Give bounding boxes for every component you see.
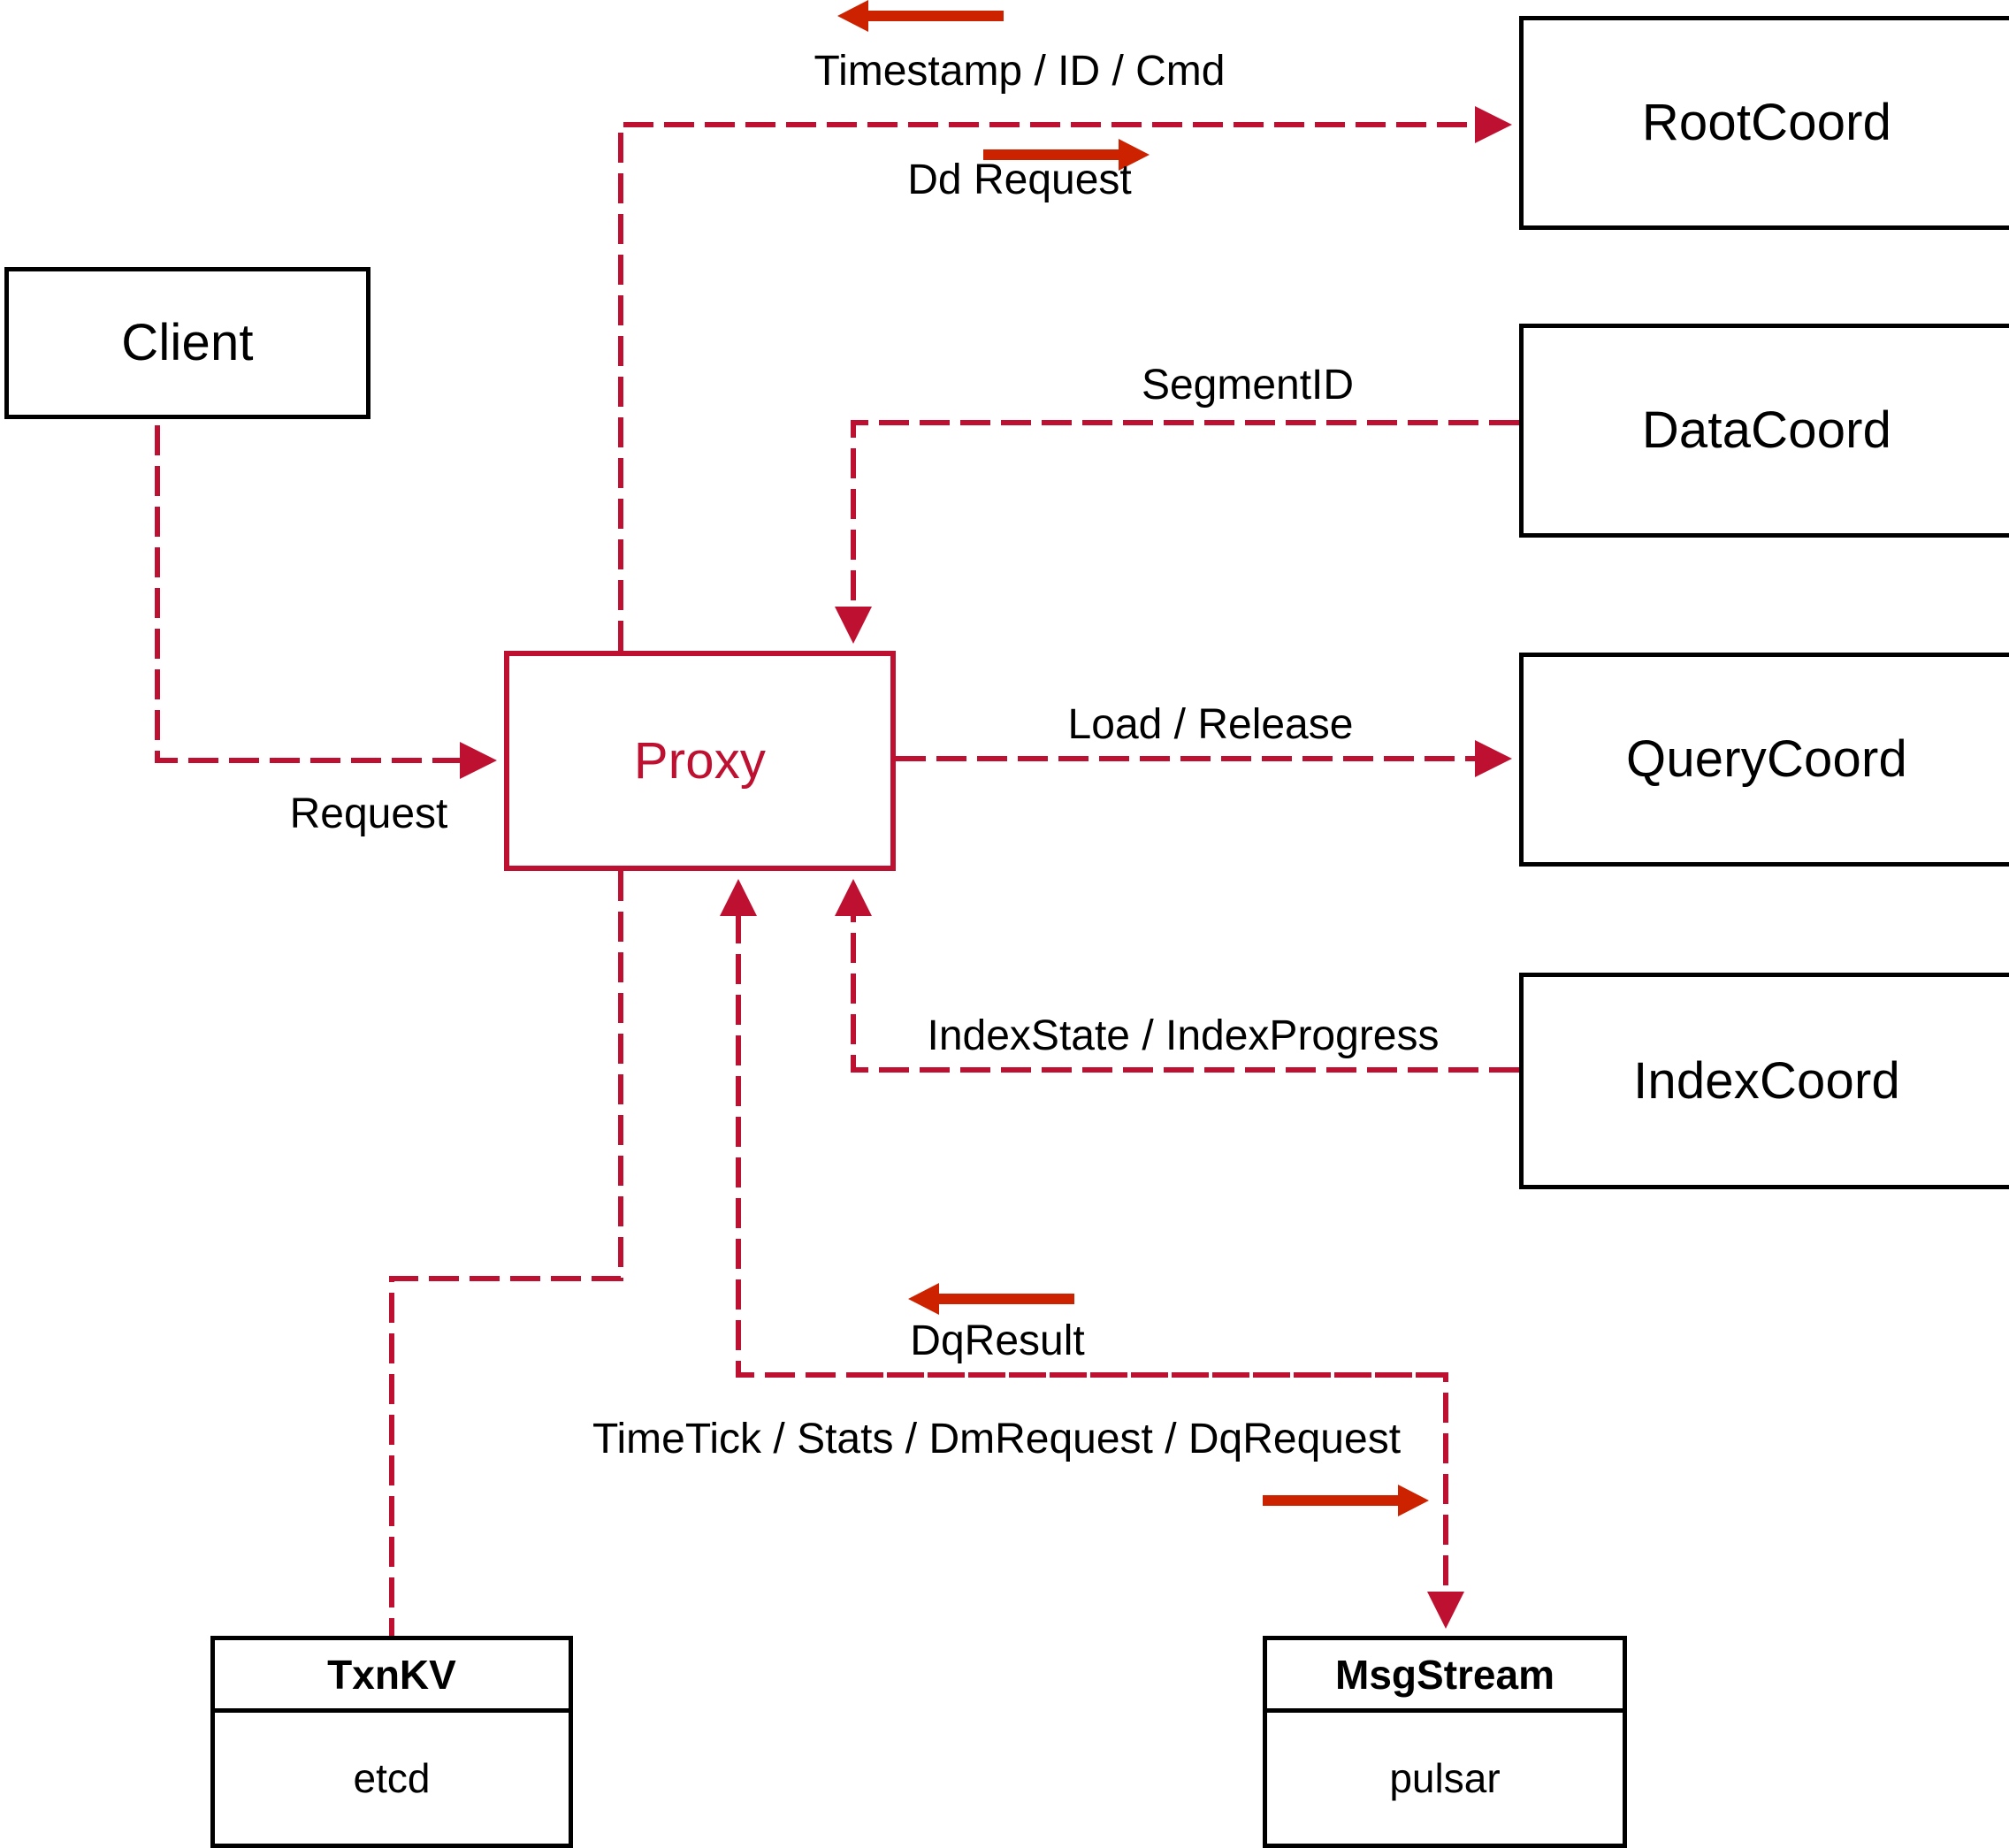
edge-label-dq-result: DqResult [910, 1317, 1085, 1364]
msgstream-direction-arrow [1263, 1485, 1429, 1516]
dq-result-direction-arrow [908, 1283, 1074, 1315]
node-txnkv-body-label: etcd [353, 1755, 431, 1801]
node-msgstream-body: pulsar [1267, 1713, 1623, 1844]
node-rootcoord[interactable]: RootCoord [1519, 16, 2009, 230]
edge-label-timetick-stats: TimeTick / Stats / DmRequest / DqRequest [592, 1416, 1402, 1462]
wire-proxy-to-rootcoord [618, 106, 1512, 651]
node-txnkv[interactable]: TxnKV etcd [210, 1636, 573, 1848]
wire-indexcoord-to-proxy [835, 879, 1519, 1073]
edge-label-dd-request: Dd Request [907, 157, 1132, 203]
node-txnkv-header-label: TxnKV [327, 1651, 456, 1698]
node-txnkv-body: etcd [215, 1713, 569, 1844]
node-msgstream[interactable]: MsgStream pulsar [1263, 1636, 1627, 1848]
wire-proxy-to-msgstream [853, 1372, 1464, 1629]
node-proxy-label: Proxy [633, 731, 767, 790]
timestamp-direction-arrow [837, 0, 1004, 32]
node-querycoord[interactable]: QueryCoord [1519, 653, 2009, 867]
dd-request-direction-arrow [983, 139, 1150, 171]
node-client[interactable]: Client [4, 267, 370, 419]
node-querycoord-label: QueryCoord [1626, 730, 1907, 788]
wire-proxy-to-txnkv [389, 871, 623, 1636]
node-msgstream-header-label: MsgStream [1335, 1651, 1554, 1698]
node-datacoord[interactable]: DataCoord [1519, 324, 2009, 538]
edge-label-segment-id: SegmentID [1141, 362, 1355, 409]
edge-label-load-release: Load / Release [1067, 701, 1354, 748]
node-msgstream-body-label: pulsar [1389, 1755, 1501, 1801]
node-indexcoord[interactable]: IndexCoord [1519, 973, 2009, 1189]
edge-label-request: Request [289, 790, 448, 837]
wire-msgstream-to-proxy [720, 879, 1446, 1378]
node-rootcoord-label: RootCoord [1641, 94, 1892, 151]
node-msgstream-header: MsgStream [1267, 1640, 1623, 1713]
node-txnkv-header: TxnKV [215, 1640, 569, 1713]
edge-label-index-state-progress: IndexState / IndexProgress [927, 1012, 1440, 1059]
node-client-label: Client [121, 314, 254, 371]
node-proxy[interactable]: Proxy [504, 651, 896, 871]
wire-datacoord-to-proxy [835, 420, 1519, 644]
wire-client-to-proxy [155, 385, 497, 779]
node-indexcoord-label: IndexCoord [1633, 1051, 1900, 1110]
edge-label-timestamp-id-cmd: Timestamp / ID / Cmd [814, 48, 1226, 95]
node-datacoord-label: DataCoord [1641, 401, 1892, 459]
